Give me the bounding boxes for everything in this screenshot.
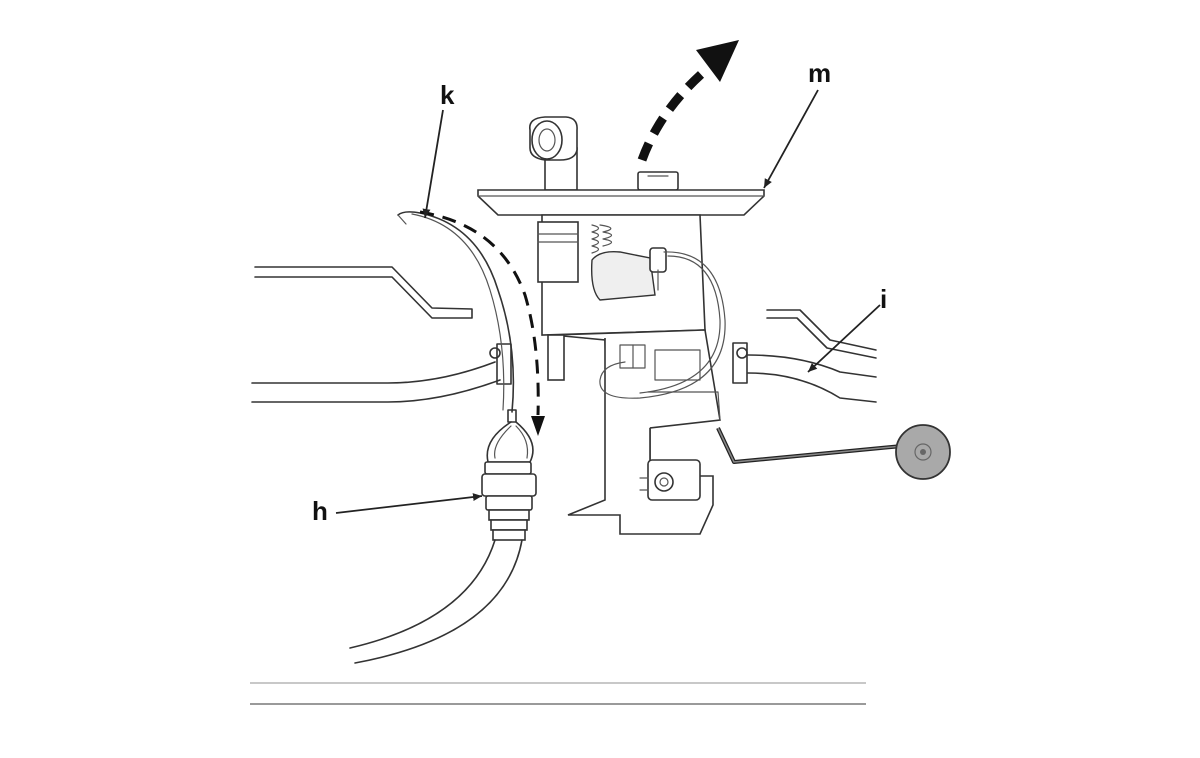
left-housing-outline — [251, 266, 512, 403]
fuel-pump-module — [477, 116, 765, 535]
tether-path-dashed-arrow — [419, 210, 540, 416]
leader-lines — [335, 89, 881, 514]
floor-lines — [250, 682, 866, 705]
hose-connector — [349, 421, 537, 664]
lift-arrowhead-icon — [696, 40, 739, 82]
tether-string — [397, 211, 517, 423]
callout-h-label: h — [312, 496, 328, 526]
callout-i-label: i — [880, 284, 887, 314]
callout-k-label: k — [440, 80, 455, 110]
tether-arrowhead-icon — [531, 416, 545, 436]
right-housing-outline — [732, 309, 877, 403]
callout-m-label: m — [808, 58, 831, 88]
fuel-level-float-arm — [716, 424, 951, 480]
lift-direction-dashed-arrow — [637, 66, 709, 162]
